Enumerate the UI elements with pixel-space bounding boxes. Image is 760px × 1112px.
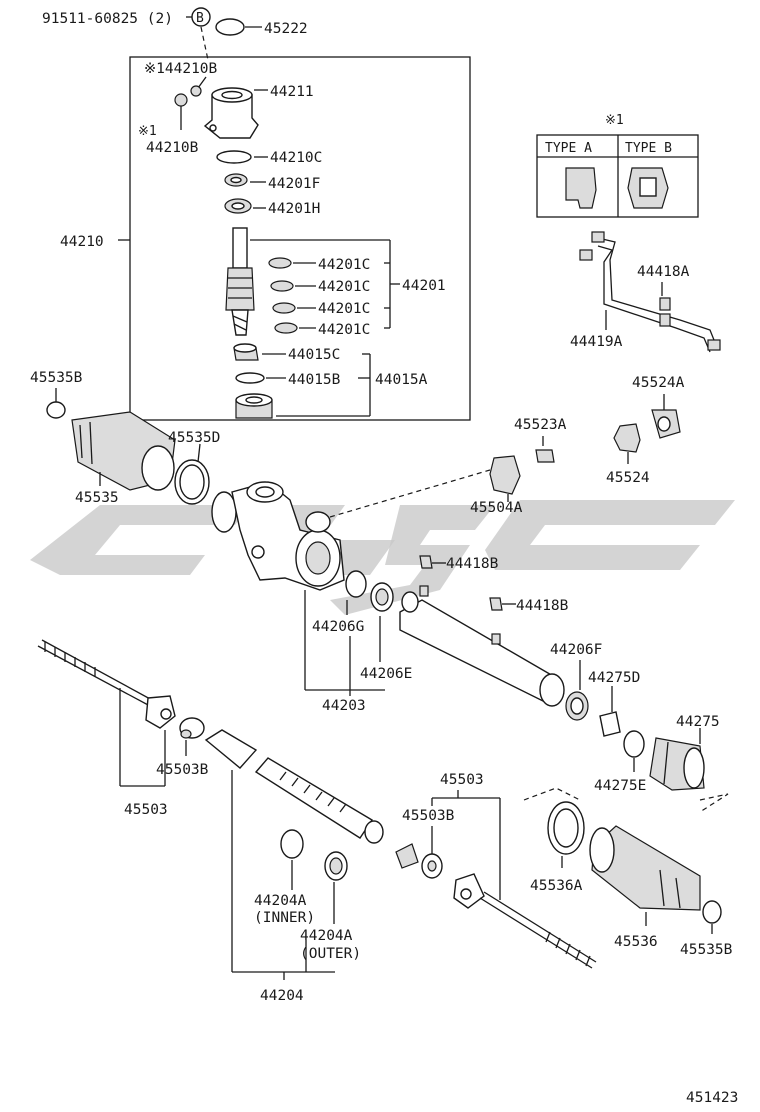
part-45503-right-tie-rod xyxy=(453,873,597,969)
label-45503-right: 45503 xyxy=(440,772,484,788)
label-45535B-top: 45535B xyxy=(30,370,83,386)
label-44418B-2: 44418B xyxy=(516,598,569,614)
label-44206G: 44206G xyxy=(312,619,364,635)
part-44275D-shape xyxy=(599,711,621,737)
label-44015A: 44015A xyxy=(375,372,428,388)
note-1: ※1 xyxy=(138,124,157,139)
label-44204A-outer: 44204A xyxy=(300,928,353,944)
part-44203-housing xyxy=(211,481,345,591)
label-44210B-note: ※144210B xyxy=(144,61,218,77)
label-44015C: 44015C xyxy=(288,347,340,363)
part-45536-boot xyxy=(589,825,701,911)
label-45535D: 45535D xyxy=(168,430,220,446)
label-45536: 45536 xyxy=(614,934,658,950)
label-45222: 45222 xyxy=(264,21,308,37)
type-a-label: TYPE A xyxy=(545,141,592,156)
label-inner: (INNER) xyxy=(254,910,315,926)
label-44206E: 44206E xyxy=(360,666,412,682)
label-45536A: 45536A xyxy=(530,878,583,894)
label-44275: 44275 xyxy=(676,714,720,730)
type-a-part xyxy=(565,167,597,209)
label-44210: 44210 xyxy=(60,234,104,250)
pinion-shaft xyxy=(225,227,255,336)
part-44419A-pipes xyxy=(579,231,721,353)
type-box-note: ※1 xyxy=(605,113,624,128)
label-45503-left: 45503 xyxy=(124,802,168,818)
label-44210C: 44210C xyxy=(270,150,322,166)
part-44015A-shape xyxy=(235,393,273,419)
label-45503B-left: 45503B xyxy=(156,762,209,778)
part-45524-shape xyxy=(613,423,641,453)
part-44211-housing xyxy=(203,87,259,139)
label-44201C-4: 44201C xyxy=(318,322,370,338)
label-44204A-inner: 44204A xyxy=(254,893,307,909)
part-44015B-shape xyxy=(235,372,265,384)
part-44275-shape xyxy=(649,737,705,791)
part-44275E-shape xyxy=(623,730,645,758)
label-45504A: 45504A xyxy=(470,500,523,516)
label-44418B-1: 44418B xyxy=(446,556,499,572)
label-45524: 45524 xyxy=(606,470,650,486)
watermark-logo xyxy=(30,500,735,615)
label-44201C-3: 44201C xyxy=(318,301,370,317)
label-44015B: 44015B xyxy=(288,372,341,388)
reference-b-label: B xyxy=(196,11,204,26)
label-44204: 44204 xyxy=(260,988,304,1004)
label-outer: (OUTER) xyxy=(300,946,361,962)
label-44206F: 44206F xyxy=(550,642,602,658)
part-45222-shape xyxy=(215,18,245,36)
label-44211: 44211 xyxy=(270,84,314,100)
part-45504A-shape xyxy=(489,455,521,495)
assembly-44210-box xyxy=(129,56,471,421)
label-44210B: 44210B xyxy=(146,140,199,156)
figure-number: 451423 xyxy=(686,1090,738,1106)
label-45524A: 45524A xyxy=(632,375,685,391)
part-45535B-bottom-clip xyxy=(702,900,722,924)
top-bolt-callout: 91511-60825 (2) B 45222 xyxy=(42,7,308,61)
part-44206G-ring xyxy=(345,570,367,598)
label-45535B-bottom: 45535B xyxy=(680,942,733,958)
label-44203: 44203 xyxy=(322,698,366,714)
label-44201C-1: 44201C xyxy=(318,257,370,273)
bolt-label: 91511-60825 (2) xyxy=(42,11,173,27)
part-44204-rack xyxy=(204,729,419,869)
label-44201H: 44201H xyxy=(268,201,320,217)
type-b-label: TYPE B xyxy=(625,141,672,156)
label-44419A: 44419A xyxy=(570,334,623,350)
rack-tube xyxy=(399,585,565,707)
type-box: TYPE A TYPE B xyxy=(536,134,699,218)
part-45535-boot xyxy=(71,411,176,491)
label-44275E: 44275E xyxy=(594,778,646,794)
part-44204A-inner xyxy=(280,829,304,859)
label-45535: 45535 xyxy=(75,490,119,506)
part-45523A-shape xyxy=(535,449,555,463)
label-44201C-2: 44201C xyxy=(318,279,370,295)
part-44210C-shape xyxy=(216,150,252,164)
part-45535B-top-clip xyxy=(46,401,66,419)
label-44201F: 44201F xyxy=(268,176,320,192)
label-44275D: 44275D xyxy=(588,670,640,686)
label-44418A: 44418A xyxy=(637,264,690,280)
label-45503B-right: 45503B xyxy=(402,808,455,824)
label-44201: 44201 xyxy=(402,278,446,294)
part-45503-left-tie-rod xyxy=(37,639,176,729)
label-45523A: 45523A xyxy=(514,417,567,433)
